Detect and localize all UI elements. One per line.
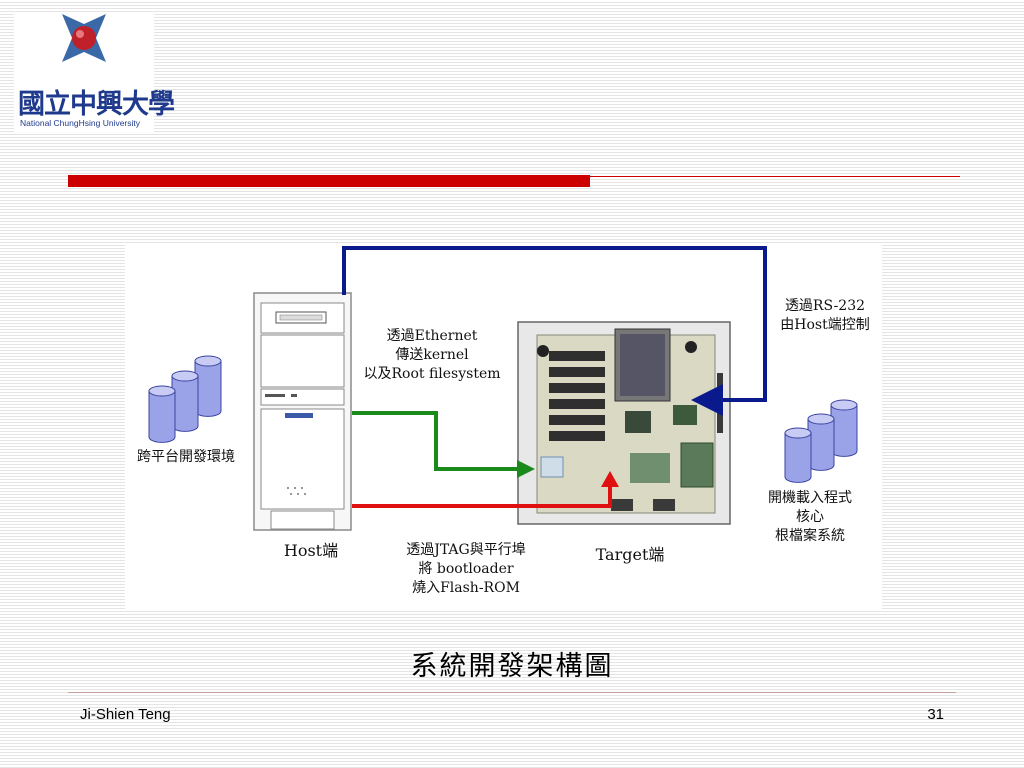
jtag-note-line: 將 bootloader [418, 561, 514, 577]
jtag-note-line: 透過JTAG與平行埠 [406, 542, 526, 558]
rs232-connection-line [342, 246, 767, 416]
rs232-note-line: 透過RS-232 [784, 298, 866, 314]
jtag-connection-line [352, 485, 612, 508]
ethernet-connection-line [352, 411, 530, 471]
rs232-note: 透過RS-232 由Host端控制 [765, 297, 885, 335]
storage-right-icon [784, 399, 858, 483]
footer-page-number: 31 [927, 706, 944, 723]
ethernet-note-line: 以及Root filesystem [363, 366, 501, 382]
footer-divider [68, 692, 956, 693]
university-logo: 國立中興大學 National ChungHsing University [14, 12, 175, 134]
ethernet-note: 透過Ethernet 傳送kernel 以及Root filesystem [357, 327, 507, 384]
jtag-note-line: 燒入Flash-ROM [412, 580, 520, 596]
target-board-icon [517, 321, 731, 525]
logo-name-en: National ChungHsing University [20, 118, 141, 128]
label-target: Target端 [595, 545, 665, 564]
logo-name-cn: 國立中興大學 [18, 89, 175, 120]
header-rule-thin [590, 176, 960, 177]
label-cross-platform: 跨平台開發環境 [137, 449, 235, 465]
diagram-caption: 系統開發架構圖 [410, 651, 614, 682]
footer-author: Ji-Shien Teng [80, 706, 171, 723]
label-host: Host端 [283, 541, 339, 560]
target-contents-item: 開機載入程式 [768, 490, 852, 506]
host-pc-icon [253, 292, 352, 531]
target-contents-item: 根檔案系統 [775, 528, 845, 544]
rs232-note-line: 由Host端控制 [780, 317, 870, 333]
target-contents-list: 開機載入程式 核心 根檔案系統 [755, 489, 865, 546]
jtag-note: 透過JTAG與平行埠 將 bootloader 燒入Flash-ROM [381, 541, 551, 598]
ethernet-note-line: 傳送kernel [395, 347, 469, 363]
header-rule-thick [68, 175, 590, 187]
storage-left-icon [148, 355, 222, 443]
target-contents-item: 核心 [796, 509, 824, 525]
ethernet-note-line: 透過Ethernet [386, 328, 478, 344]
system-architecture-diagram: 跨平台開發環境 Host端 Target端 透過Ethernet 傳送kerne… [125, 243, 882, 610]
logo-emblem-icon [62, 14, 106, 62]
